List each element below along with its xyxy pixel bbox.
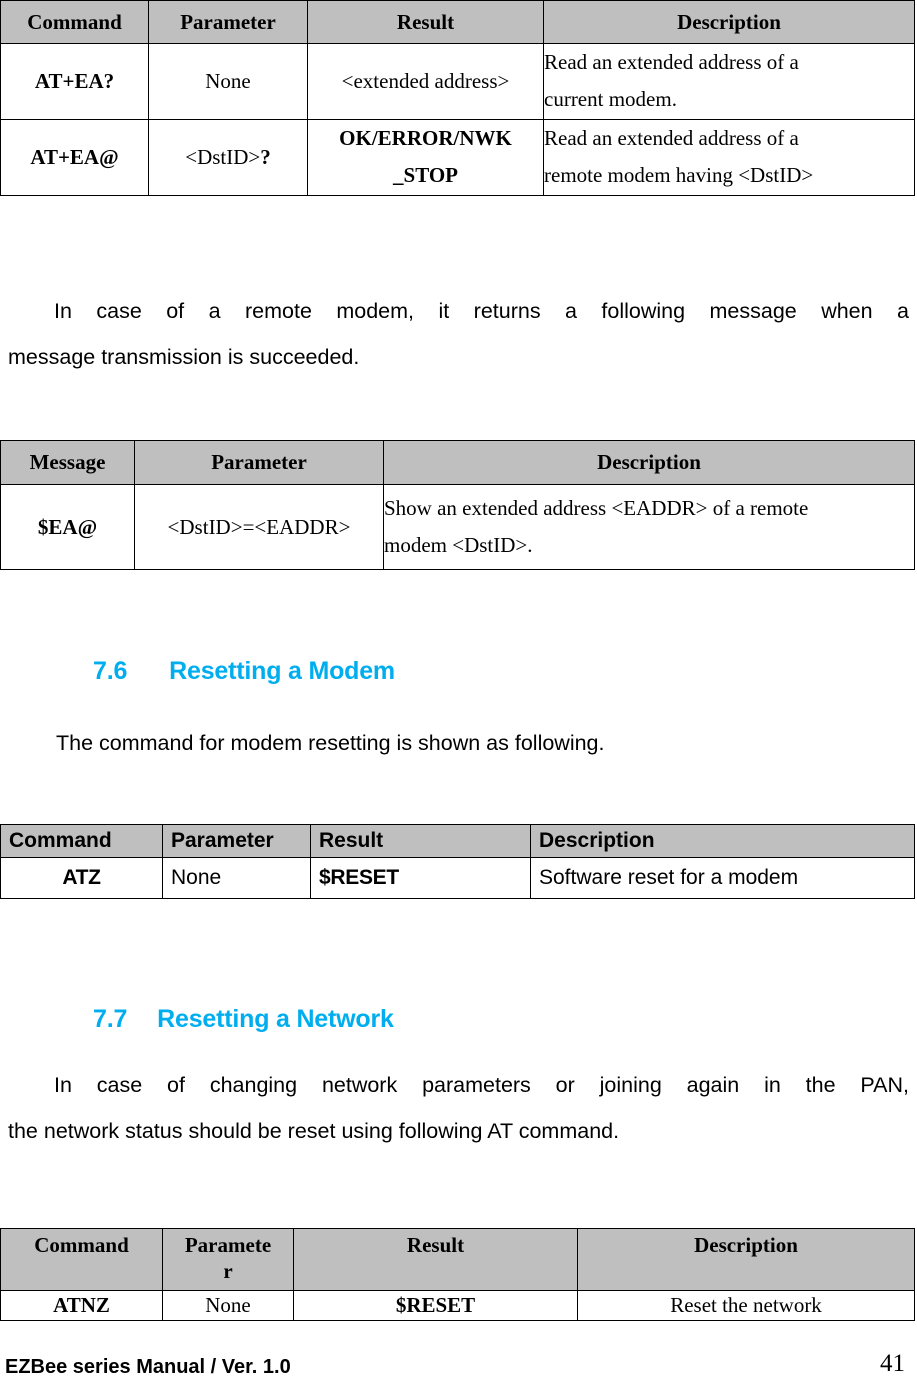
cell-command: ATZ [0, 857, 163, 899]
cell-command: ATNZ [0, 1290, 163, 1321]
paragraph-line-2: the network status should be reset using… [8, 1119, 620, 1143]
table-row: $EA@ <DstID>=<EADDR> Show an extended ad… [0, 484, 915, 570]
header-parameter-line-1: Paramete [184, 1233, 272, 1257]
cell-message: $EA@ [0, 484, 135, 570]
column-header-result: Result [293, 1228, 578, 1291]
description-line-2: modem <DstID>. [384, 533, 533, 557]
description-line-2: remote modem having <DstID> [544, 163, 814, 188]
atnz-command-table: Command Paramete r Result Description AT… [0, 1228, 915, 1321]
cell-description: Reset the network [577, 1290, 915, 1321]
column-header-command: Command [0, 1228, 163, 1291]
table-header-row: Command Paramete r Result Description [0, 1228, 915, 1291]
header-parameter-line-2: r [223, 1258, 233, 1283]
cell-result: $RESET [310, 857, 531, 899]
cell-result: $RESET [293, 1290, 578, 1321]
paragraph-7-7: In case of changing network parameters o… [8, 1062, 909, 1154]
cell-command: AT+EA? [0, 43, 149, 120]
section-number: 7.6 [93, 657, 128, 685]
column-header-parameter: Parameter [134, 440, 384, 485]
cell-description: Read an extended address of a remote mod… [543, 118, 915, 196]
footer-manual-title: EZBee series Manual / Ver. 1.0 [5, 1356, 291, 1378]
column-header-command: Command [0, 824, 163, 858]
ea-message-table: Message Parameter Description $EA@ <DstI… [0, 440, 915, 570]
cell-description: Software reset for a modem [530, 857, 915, 899]
column-header-description: Description [383, 440, 915, 485]
description-line-2: current modem. [544, 87, 677, 112]
cell-parameter: <DstID>=<EADDR> [134, 484, 384, 570]
column-header-parameter: Parameter [162, 824, 311, 858]
table-header-row: Command Parameter Result Description [0, 824, 915, 858]
paragraph-line-1: In case of changing network parameters o… [54, 1073, 909, 1097]
section-number: 7.7 [93, 1005, 128, 1033]
cell-result: OK/ERROR/NWK _STOP [307, 118, 544, 196]
cell-parameter: None [162, 1290, 294, 1321]
atz-command-table: Command Parameter Result Description ATZ… [0, 824, 915, 899]
cell-description: Read an extended address of a current mo… [543, 43, 915, 120]
cell-description: Show an extended address <EADDR> of a re… [383, 484, 915, 570]
column-header-description: Description [530, 824, 915, 858]
result-line-1: OK/ERROR/NWK [339, 125, 512, 150]
section-heading-7-6: 7.6 Resetting a Modem [93, 657, 395, 686]
result-line-2: _STOP [393, 163, 458, 188]
table-row: ATZ None $RESET Software reset for a mod… [0, 857, 915, 899]
table-header-row: Message Parameter Description [0, 440, 915, 485]
paragraph-7-6: The command for modem resetting is shown… [56, 720, 909, 766]
section-title: Resetting a Modem [169, 657, 395, 685]
column-header-result: Result [310, 824, 531, 858]
footer-page-number: 41 [880, 1350, 905, 1377]
description-line-1: Read an extended address of a [544, 50, 799, 74]
column-header-description: Description [577, 1228, 915, 1291]
table-row: AT+EA? None <extended address> Read an e… [0, 43, 915, 120]
cell-parameter: None [148, 43, 308, 120]
paragraph-line-2: message transmission is succeeded. [8, 345, 360, 369]
column-header-parameter: Parameter [148, 0, 308, 44]
section-title: Resetting a Network [157, 1005, 394, 1033]
column-header-message: Message [0, 440, 135, 485]
description-line-1: Show an extended address <EADDR> of a re… [384, 495, 809, 520]
parameter-suffix: ? [260, 144, 271, 169]
cell-result: <extended address> [307, 43, 544, 120]
column-header-description: Description [543, 0, 915, 44]
description-line-1: Read an extended address of a [544, 125, 799, 150]
column-header-parameter: Paramete r [162, 1228, 294, 1291]
table-header-row: Command Parameter Result Description [0, 0, 915, 44]
table-row: AT+EA@ <DstID>? OK/ERROR/NWK _STOP Read … [0, 118, 915, 196]
section-heading-7-7: 7.7 Resetting a Network [93, 1005, 394, 1034]
paragraph-text: The command for modem resetting is shown… [56, 731, 605, 755]
paragraph-line-1: In case of a remote modem, it returns a … [54, 299, 909, 323]
table-row: ATNZ None $RESET Reset the network [0, 1290, 915, 1321]
parameter-prefix: <DstID> [185, 144, 261, 169]
paragraph-remote-modem: In case of a remote modem, it returns a … [8, 288, 909, 380]
cell-parameter: <DstID>? [148, 118, 308, 196]
column-header-command: Command [0, 0, 149, 44]
cell-command: AT+EA@ [0, 118, 149, 196]
column-header-result: Result [307, 0, 544, 44]
at-ea-command-table: Command Parameter Result Description AT+… [0, 0, 915, 196]
cell-parameter: None [162, 857, 311, 899]
